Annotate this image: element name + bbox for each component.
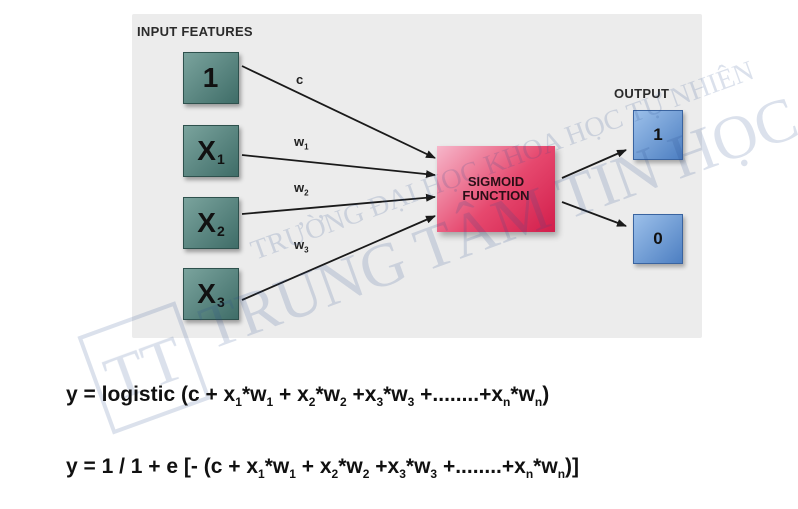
- output-title: OUTPUT: [614, 86, 670, 101]
- sigmoid-expansion-formula: y = 1 / 1 + e [- (c + x1*w1 + x2*w2 +x3*…: [66, 455, 580, 482]
- weight-label-w1: w1: [294, 134, 309, 152]
- input-node-1: 1: [183, 52, 239, 104]
- weight-label-w3: w3: [294, 237, 309, 255]
- weight-label-w2: w2: [294, 180, 309, 198]
- logistic-formula: y = logistic (c + x1*w1 + x2*w2 +x3*w3 +…: [66, 383, 550, 410]
- output-node-0: 0: [633, 214, 683, 264]
- arrow-input-x2: [241, 193, 436, 215]
- arrow-output-0: [561, 201, 627, 227]
- output-node-1: 1: [633, 110, 683, 160]
- input-features-title: INPUT FEATURES: [137, 24, 253, 39]
- arrow-input-x1: [241, 154, 436, 179]
- arrow-input-x3: [241, 215, 436, 301]
- arrow-input-1: [241, 65, 436, 159]
- arrow-output-1: [561, 149, 627, 179]
- weight-label-c: c: [296, 72, 304, 87]
- sigmoid-function-node: SIGMOID FUNCTION: [437, 146, 555, 232]
